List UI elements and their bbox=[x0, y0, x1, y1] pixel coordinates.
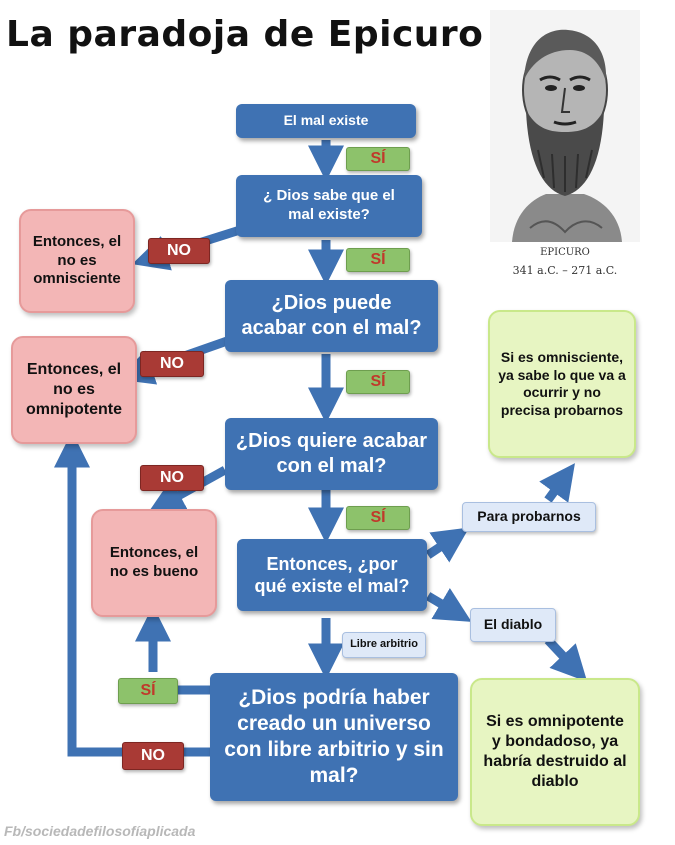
question-god-can: ¿Dios puede acabar con el mal? bbox=[225, 280, 438, 352]
no-tag-4: NO bbox=[122, 742, 184, 770]
question-evil-exists: El mal existe bbox=[236, 104, 416, 138]
question-evil-exists-text: El mal existe bbox=[283, 112, 369, 129]
no-tag-3-text: NO bbox=[160, 469, 184, 486]
reply-would-destroy-devil: Si es omnipotente y bondadoso, ya habría… bbox=[470, 678, 640, 826]
answer-free-will: Libre arbitrio bbox=[342, 632, 426, 658]
answer-to-test-us: Para probarnos bbox=[462, 502, 596, 532]
conclusion-not-omniscient-text: Entonces, el no es omnisciente bbox=[32, 232, 122, 288]
no-tag-2: NO bbox=[140, 351, 204, 377]
question-god-knows: ¿ Dios sabe que el mal existe? bbox=[236, 175, 422, 237]
question-god-can-text: ¿Dios puede acabar con el mal? bbox=[241, 292, 422, 339]
yes-tag-2-text: SÍ bbox=[370, 251, 386, 268]
yes-tag-3-text: SÍ bbox=[370, 373, 386, 390]
portrait-caption-dates: 341 a.C. – 271 a.C. bbox=[512, 264, 618, 277]
no-tag-1: NO bbox=[148, 238, 210, 264]
conclusion-not-good-text: Entonces, el no es bueno bbox=[109, 544, 199, 580]
no-tag-1-text: NO bbox=[167, 242, 191, 259]
yes-tag-4: SÍ bbox=[346, 506, 410, 530]
yes-tag-5: SÍ bbox=[118, 678, 178, 704]
yes-tag-2: SÍ bbox=[346, 248, 410, 272]
question-god-wants: ¿Dios quiere acabar con el mal? bbox=[225, 418, 438, 490]
conclusion-not-omnipotent-text: Entonces, el no es omnipotente bbox=[26, 361, 122, 418]
watermark: Fb/sociedadefilosofíaplicada bbox=[4, 823, 196, 839]
answer-the-devil-text: El diablo bbox=[483, 616, 543, 633]
yes-tag-4-text: SÍ bbox=[370, 509, 386, 526]
conclusion-not-good: Entonces, el no es bueno bbox=[91, 509, 217, 617]
arrow-q5-diablo bbox=[425, 588, 472, 622]
yes-tag-5-text: SÍ bbox=[140, 682, 156, 699]
question-god-wants-text: ¿Dios quiere acabar con el mal? bbox=[235, 430, 428, 477]
answer-free-will-text: Libre arbitrio bbox=[350, 638, 418, 651]
no-tag-4-text: NO bbox=[141, 747, 165, 764]
reply-already-knows-text: Si es omnisciente, ya sabe lo que va a o… bbox=[498, 349, 626, 418]
arrow-probarnos-green bbox=[539, 463, 575, 503]
conclusion-not-omnipotent: Entonces, el no es omnipotente bbox=[11, 336, 137, 444]
question-free-will-universe: ¿Dios podría haber creado un universo co… bbox=[210, 673, 458, 801]
portrait-caption-name: EPICURO bbox=[540, 247, 590, 258]
conclusion-not-omniscient: Entonces, el no es omnisciente bbox=[19, 209, 135, 313]
answer-to-test-us-text: Para probarnos bbox=[477, 508, 581, 525]
answer-the-devil: El diablo bbox=[470, 608, 556, 642]
reply-would-destroy-devil-text: Si es omnipotente y bondadoso, ya habría… bbox=[483, 713, 627, 790]
reply-already-knows: Si es omnisciente, ya sabe lo que va a o… bbox=[488, 310, 636, 458]
question-why-evil-text: Entonces, ¿por qué existe el mal? bbox=[254, 553, 410, 597]
arrow-q5-probarnos bbox=[425, 527, 470, 563]
epicurus-portrait bbox=[490, 10, 640, 242]
question-god-knows-text: ¿ Dios sabe que el mal existe? bbox=[263, 187, 395, 223]
question-why-evil: Entonces, ¿por qué existe el mal? bbox=[237, 539, 427, 611]
no-tag-3: NO bbox=[140, 465, 204, 491]
yes-tag-1-text: SÍ bbox=[370, 150, 386, 167]
question-free-will-universe-text: ¿Dios podría haber creado un universo co… bbox=[224, 685, 444, 788]
yes-tag-1: SÍ bbox=[346, 147, 410, 171]
yes-tag-3: SÍ bbox=[346, 370, 410, 394]
page-title: La paradoja de Epicuro bbox=[6, 14, 484, 55]
arrow-diablo-green bbox=[544, 636, 588, 682]
no-tag-2-text: NO bbox=[160, 355, 184, 372]
